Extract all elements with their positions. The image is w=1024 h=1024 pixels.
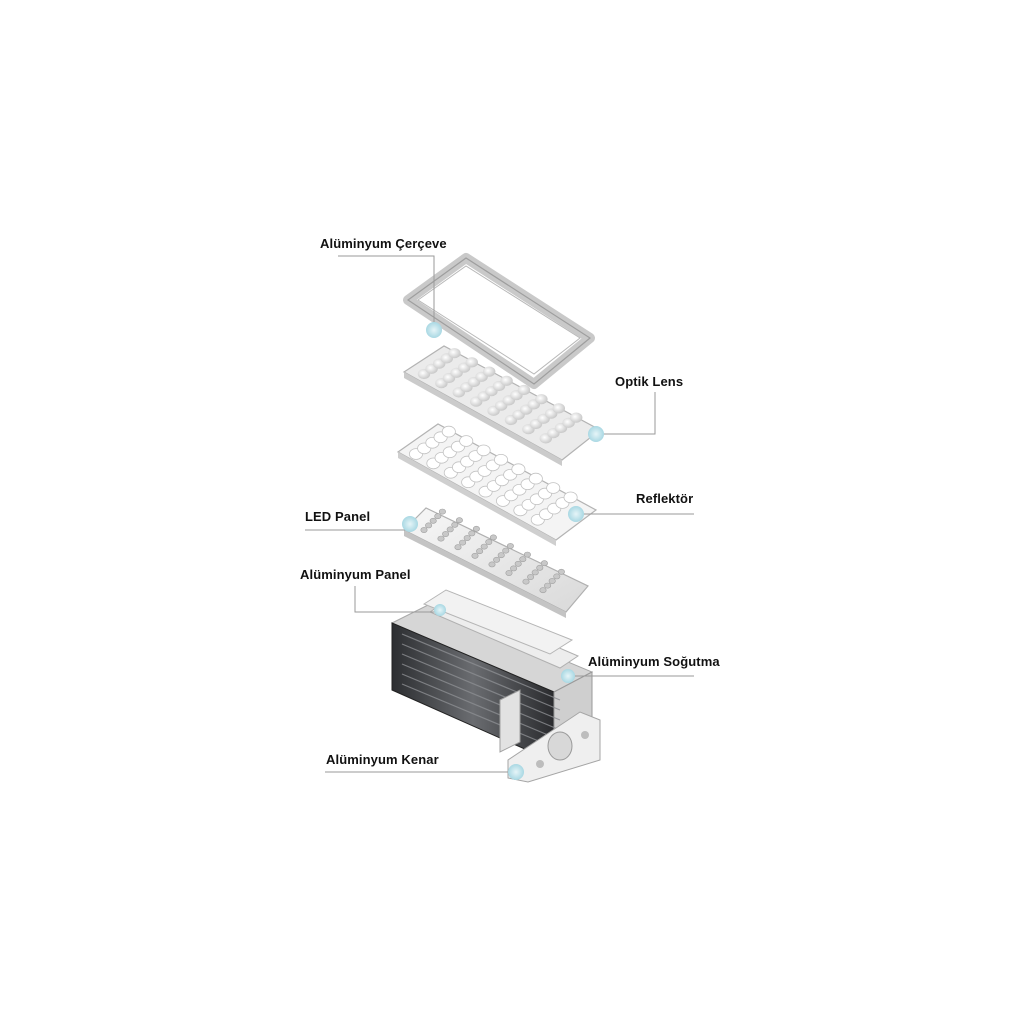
led-chip [425, 522, 433, 529]
lens-bubble [570, 412, 583, 423]
led-chip [544, 582, 552, 589]
reflector-hole [546, 482, 561, 494]
led-chip [429, 517, 437, 524]
callout-dot-aluminum-panel [434, 604, 446, 616]
leader-line-aluminum-panel [354, 586, 440, 613]
reflector-hole [459, 435, 474, 447]
reflector-hole [493, 453, 508, 466]
led-chip [523, 551, 531, 558]
led-chip [553, 573, 561, 580]
led-chip [531, 569, 539, 576]
led-chip [434, 513, 442, 520]
lens-bubble [500, 375, 513, 386]
aluminum-panel-plate [422, 589, 574, 655]
reflector-hole [476, 444, 491, 457]
label-reflector: Reflektör [636, 491, 694, 506]
callout-dot-led-panel [402, 516, 418, 532]
led-chip [540, 560, 548, 567]
optic-lens-plate [402, 345, 602, 466]
label-aluminum-cooling: Alüminyum Soğutma [588, 654, 720, 669]
reflector-plate [396, 423, 598, 546]
led-chip [451, 521, 459, 528]
led-chip [463, 535, 471, 541]
led-chip [420, 527, 428, 533]
led-chip [442, 531, 450, 537]
aluminum-frame [403, 253, 595, 389]
led-chip [514, 560, 522, 567]
callout-dot-frame [426, 322, 442, 338]
led-chip [519, 556, 527, 563]
reflector-hole [511, 463, 526, 476]
leader-line-frame [338, 255, 435, 330]
led-chip [489, 534, 497, 541]
led-chip [446, 526, 454, 533]
led-chip [438, 508, 446, 515]
led-chip [437, 535, 445, 542]
label-optic-lens: Optik Lens [615, 374, 684, 389]
led-chip [480, 543, 488, 550]
lens-bubble [448, 348, 461, 359]
led-chip [497, 552, 505, 559]
led-chip [472, 525, 480, 532]
led-chip [502, 547, 510, 554]
reflector-hole [563, 491, 578, 504]
led-chip [471, 552, 479, 559]
callout-dots [402, 322, 604, 780]
leader-line-lens [596, 392, 656, 435]
label-aluminum-edge: Alüminyum Kenar [326, 752, 439, 767]
led-chip [493, 556, 501, 563]
led-chip [468, 530, 476, 537]
led-panel-board [402, 507, 589, 618]
callout-dot-edge [508, 764, 524, 780]
reflector-hole [528, 472, 543, 485]
lens-bubble [517, 384, 531, 396]
led-chip [536, 564, 544, 571]
led-chip [510, 565, 518, 572]
led-chip [459, 539, 467, 546]
leader-lines [305, 255, 694, 773]
led-chip [522, 578, 530, 585]
led-chip [506, 543, 514, 549]
callout-dot-lens [588, 426, 604, 442]
callout-dot-cooling [561, 669, 575, 683]
lens-bubble [535, 394, 548, 405]
label-led-panel: LED Panel [305, 509, 371, 524]
led-chip [454, 544, 462, 551]
lens-bubble [465, 357, 478, 368]
label-aluminum-panel: Alüminyum Panel [300, 567, 411, 582]
callout-dot-reflector [568, 506, 584, 522]
led-chip [539, 587, 547, 594]
led-chip [548, 578, 556, 584]
led-chip [527, 574, 535, 580]
label-aluminum-frame: Alüminyum Çerçeve [320, 236, 447, 251]
led-chip [455, 517, 463, 524]
lens-bubble [483, 366, 496, 377]
led-chip [505, 570, 513, 576]
led-chip [476, 548, 484, 555]
aluminum-edge-cap [507, 711, 601, 783]
reflector-hole [441, 425, 456, 438]
led-chip [557, 568, 565, 575]
led-chip [485, 539, 493, 545]
lens-bubble [552, 403, 565, 414]
led-chip [488, 561, 496, 568]
